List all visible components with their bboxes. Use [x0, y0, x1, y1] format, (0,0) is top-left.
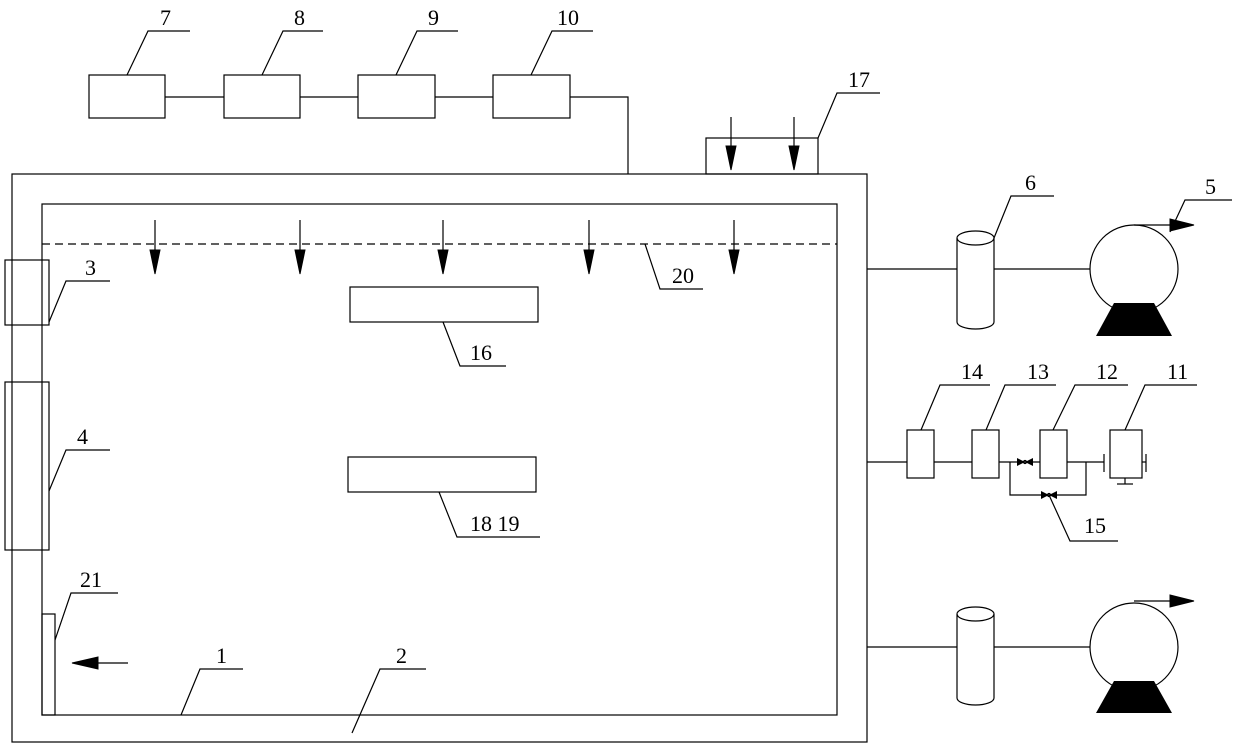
pump-5	[1090, 219, 1194, 336]
label-12: 12	[1096, 359, 1118, 384]
component-8-box	[224, 75, 300, 118]
valve-upper-icon	[1017, 458, 1033, 466]
label-8: 8	[294, 5, 305, 30]
label-1: 1	[216, 643, 227, 668]
label-4: 4	[77, 424, 88, 449]
label-17: 17	[848, 67, 870, 92]
label-21: 21	[80, 567, 102, 592]
label-6: 6	[1025, 170, 1036, 195]
inner-chamber-wall	[42, 204, 837, 715]
label-9: 9	[428, 5, 439, 30]
component-12-box	[1040, 430, 1067, 478]
label-20: 20	[672, 263, 694, 288]
label-13: 13	[1027, 359, 1049, 384]
label-2: 2	[396, 643, 407, 668]
label-14: 14	[961, 359, 983, 384]
component-11-box	[1104, 430, 1146, 484]
label-7: 7	[160, 5, 171, 30]
component-17-box	[706, 138, 818, 174]
component-10-box	[493, 75, 570, 118]
lower-cylinder	[957, 607, 994, 705]
component-9-box	[358, 75, 435, 118]
spray-arrows	[150, 220, 739, 274]
component-16-box	[350, 287, 538, 322]
component-18-19-box	[348, 457, 536, 492]
left-arrow	[72, 657, 128, 669]
link-10-chamber	[570, 97, 628, 174]
label-5: 5	[1205, 174, 1216, 199]
component-17-arrows	[726, 117, 799, 170]
component-6-cylinder	[957, 231, 994, 329]
leader-lines	[49, 31, 1232, 733]
label-18-19: 18 19	[470, 511, 520, 536]
component-21-box	[42, 614, 55, 715]
label-3: 3	[85, 255, 96, 280]
component-13-box	[972, 430, 999, 478]
lower-pump	[1090, 595, 1194, 713]
component-14-box	[907, 430, 934, 478]
label-16: 16	[470, 340, 492, 365]
label-15: 15	[1084, 513, 1106, 538]
label-11: 11	[1167, 359, 1188, 384]
label-10: 10	[557, 5, 579, 30]
component-7-box	[89, 75, 165, 118]
